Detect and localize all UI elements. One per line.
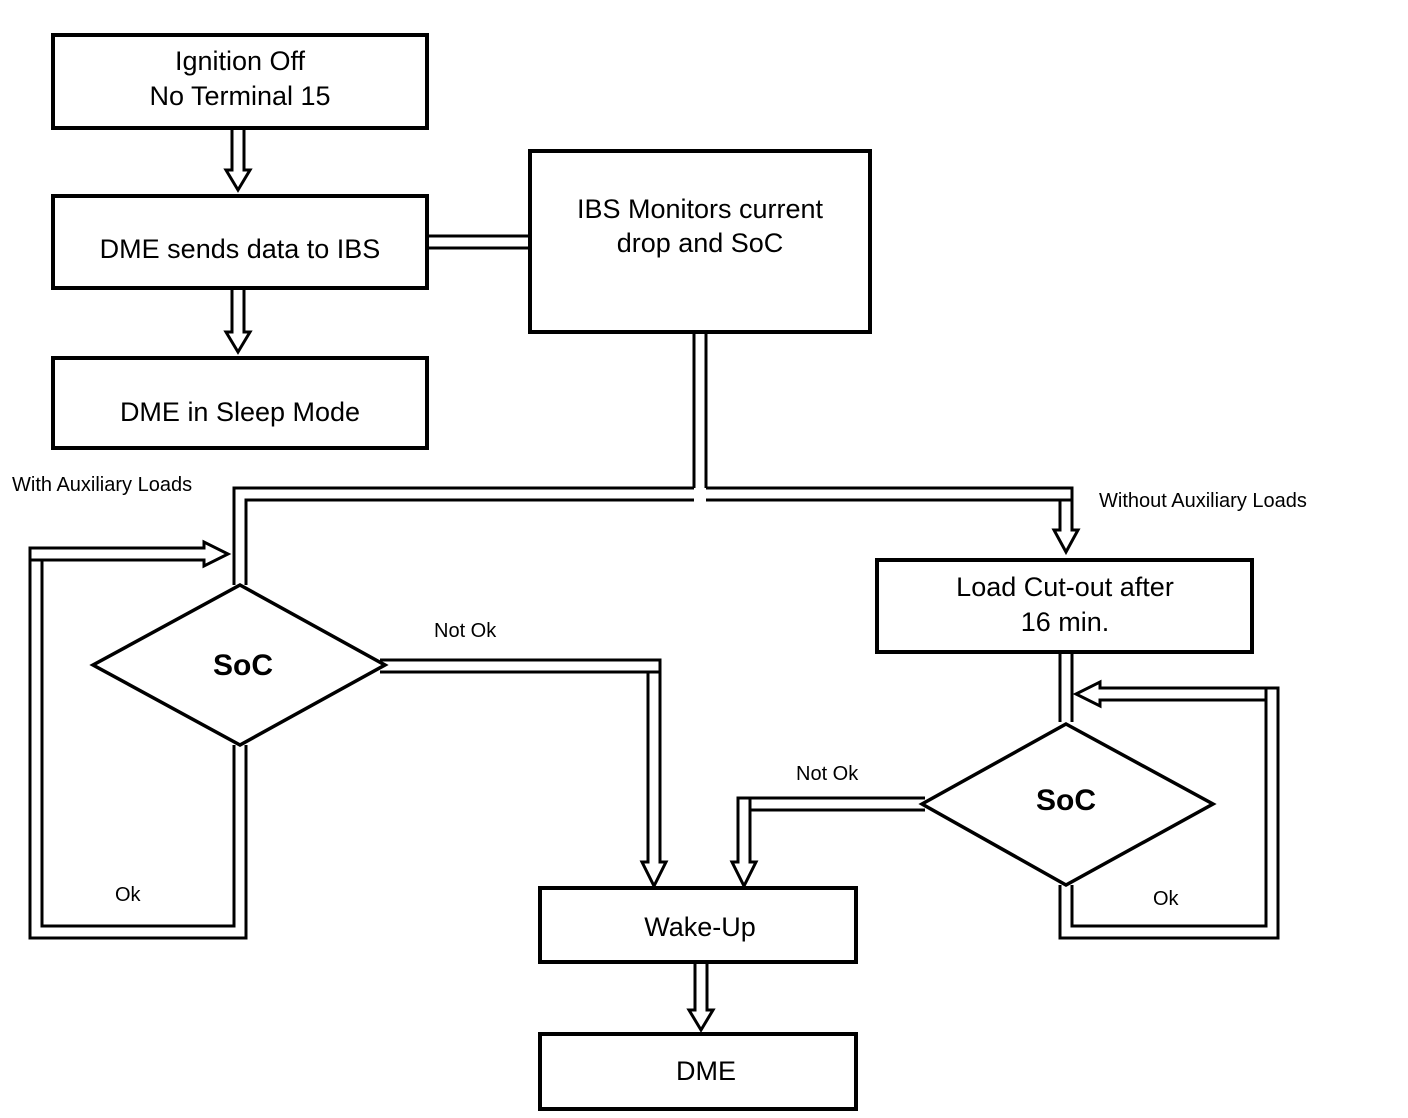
dme-sends-label: DME sends data to IBS bbox=[100, 234, 381, 264]
wake-up-label: Wake-Up bbox=[644, 912, 756, 942]
label-ok-right: Ok bbox=[1153, 888, 1180, 910]
arrow-left-soc-ok-loop bbox=[28, 539, 248, 940]
soc-right-label: SoC bbox=[1036, 784, 1096, 817]
dme-sleep-label: DME in Sleep Mode bbox=[120, 397, 360, 427]
arrow-left-soc-not-ok bbox=[380, 658, 669, 890]
label-not-ok-right: Not Ok bbox=[796, 763, 859, 785]
arrow-dme-sends-to-sleep bbox=[223, 286, 253, 355]
node-load-cutout: Load Cut-out after 16 min. bbox=[875, 558, 1254, 654]
arrow-right-soc-ok-loop bbox=[1058, 679, 1280, 940]
arrow-ignition-to-dme-sends bbox=[223, 126, 253, 193]
connector-dme-sends-to-ibs bbox=[428, 234, 530, 250]
ibs-monitors-line1: IBS Monitors current bbox=[577, 194, 824, 224]
dme-label: DME bbox=[676, 1056, 736, 1086]
connector-cutout-to-soc bbox=[1058, 652, 1074, 722]
load-cutout-line2: 16 min. bbox=[1021, 607, 1110, 637]
label-without-auxiliary-loads: Without Auxiliary Loads bbox=[1099, 490, 1307, 512]
label-ok-left: Ok bbox=[115, 884, 142, 906]
ignition-off-line1: Ignition Off bbox=[175, 46, 306, 76]
node-soc-left: SoC bbox=[89, 583, 389, 747]
arrow-right-soc-not-ok bbox=[729, 796, 925, 890]
load-cutout-line1: Load Cut-out after bbox=[956, 572, 1174, 602]
node-wake-up: Wake-Up bbox=[538, 886, 858, 964]
connector-ibs-down bbox=[692, 332, 708, 488]
node-ibs-monitors: IBS Monitors current drop and SoC bbox=[528, 149, 872, 334]
label-with-auxiliary-loads: With Auxiliary Loads bbox=[12, 474, 192, 496]
ibs-monitors-line2: drop and SoC bbox=[617, 228, 784, 258]
ignition-off-line2: No Terminal 15 bbox=[149, 81, 330, 111]
node-dme-sleep: DME in Sleep Mode bbox=[51, 356, 429, 450]
node-dme-sends-data: DME sends data to IBS bbox=[51, 194, 429, 290]
label-not-ok-left: Not Ok bbox=[434, 620, 497, 642]
connector-split bbox=[232, 486, 1081, 585]
soc-left-label: SoC bbox=[213, 649, 273, 682]
node-soc-right: SoC bbox=[918, 722, 1217, 888]
node-dme: DME bbox=[538, 1032, 858, 1111]
arrow-wakeup-to-dme bbox=[686, 960, 716, 1033]
node-ignition-off: Ignition Off No Terminal 15 bbox=[51, 33, 429, 130]
